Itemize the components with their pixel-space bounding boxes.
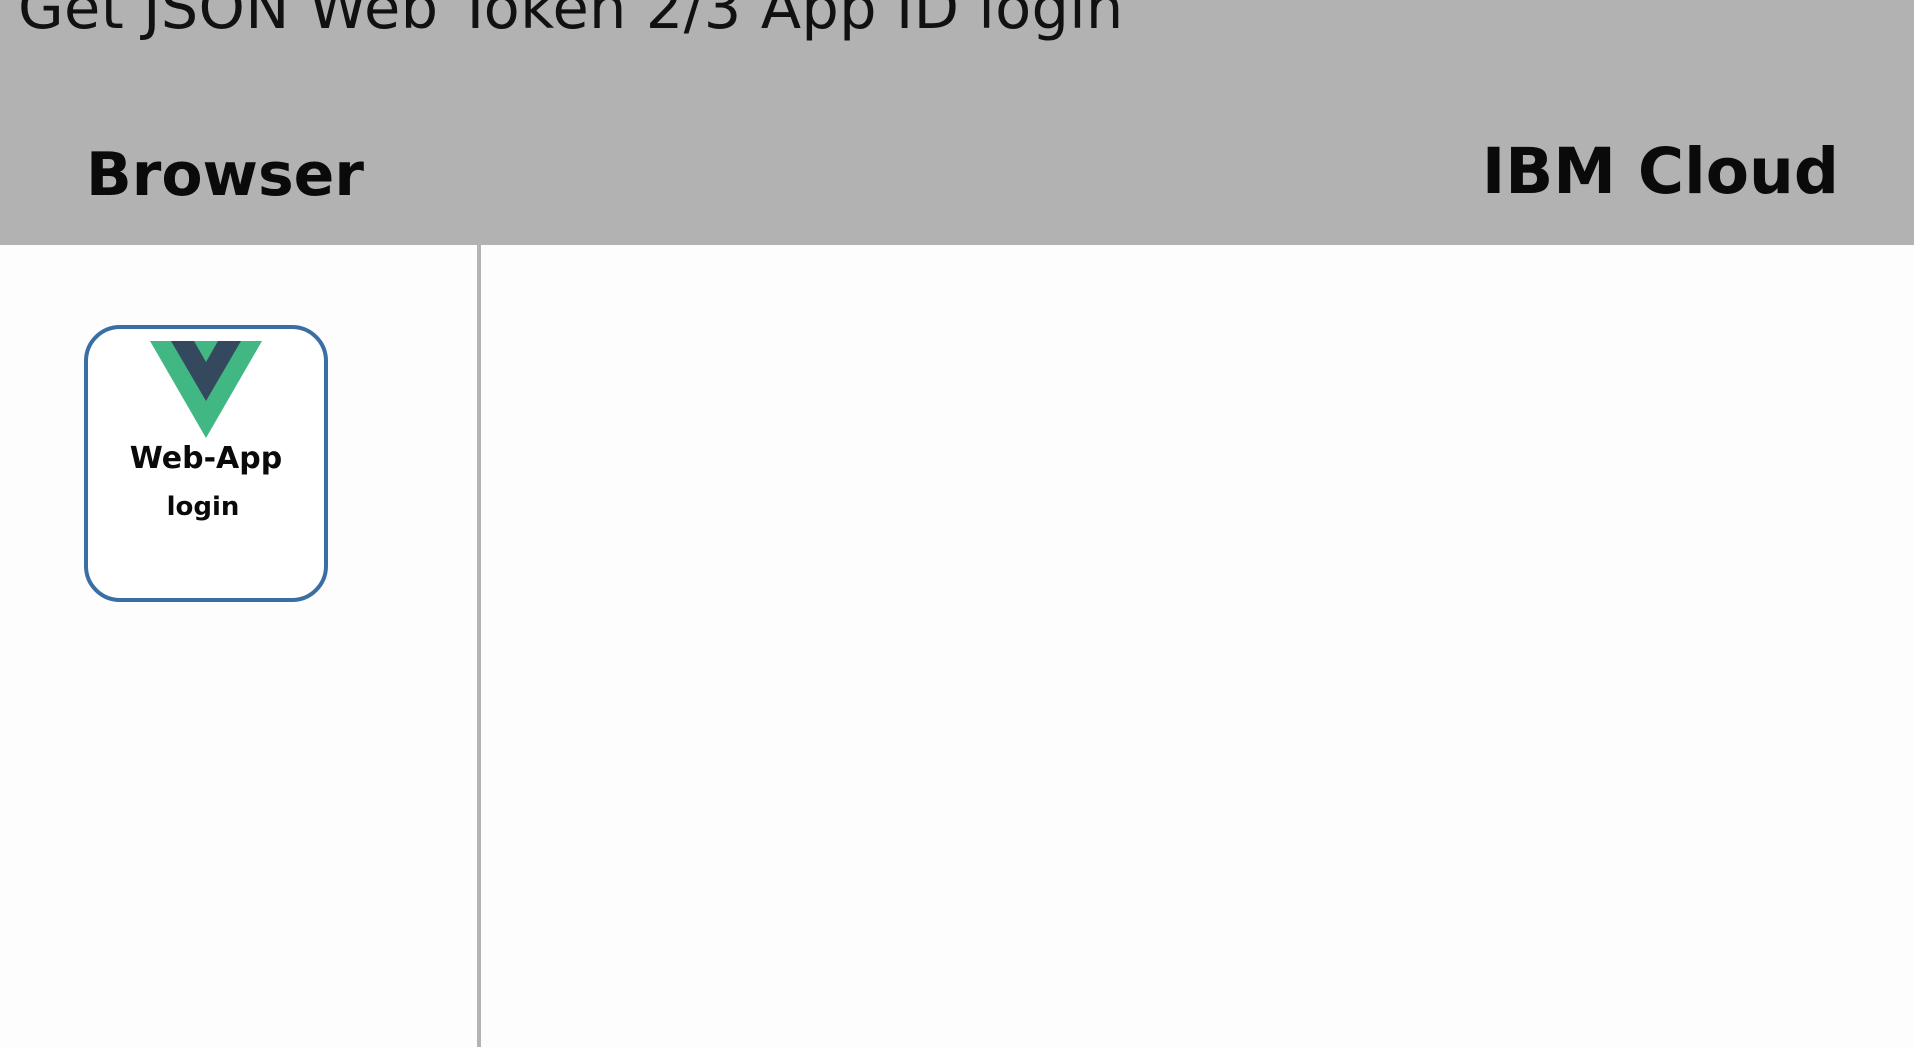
diagram-header: Get JSON Web Token 2/3 App ID login Brow… (0, 0, 1914, 245)
web-app-login-node[interactable]: Web-App login (84, 325, 328, 602)
lane-label-ibm-cloud: IBM Cloud (1481, 135, 1839, 208)
lane-divider (477, 245, 481, 1047)
node-label-web-app: Web-App (129, 441, 283, 476)
vue-logo-icon (150, 341, 262, 438)
diagram-title: Get JSON Web Token 2/3 App ID login (18, 0, 1124, 42)
node-label-login: login (166, 492, 240, 522)
lane-label-browser: Browser (86, 140, 364, 210)
